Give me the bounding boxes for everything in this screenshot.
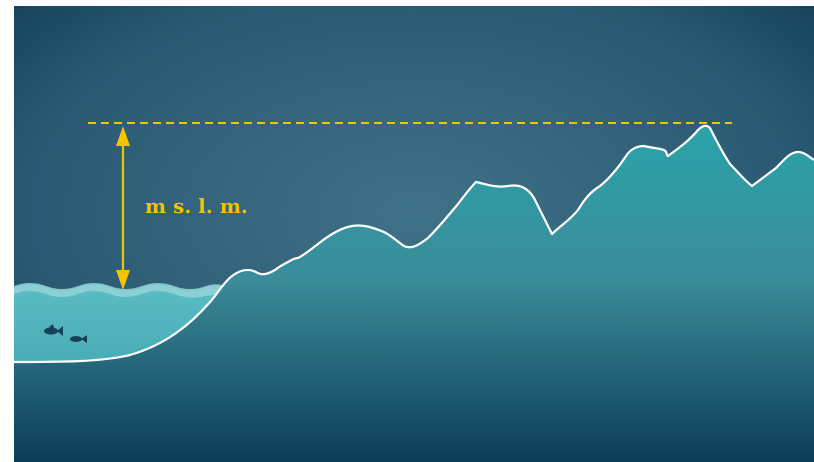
sea-water <box>14 285 222 362</box>
arrow-head-down-icon <box>116 270 130 290</box>
sea-wave <box>14 283 222 298</box>
fish-icon <box>70 335 87 343</box>
terrain-outline <box>13 124 814 364</box>
altitude-label: m s. l. m. <box>145 194 248 218</box>
fish-icon <box>44 324 63 336</box>
land-mass <box>14 125 814 462</box>
altitude-arrow <box>116 126 130 290</box>
arrow-head-up-icon <box>116 126 130 146</box>
